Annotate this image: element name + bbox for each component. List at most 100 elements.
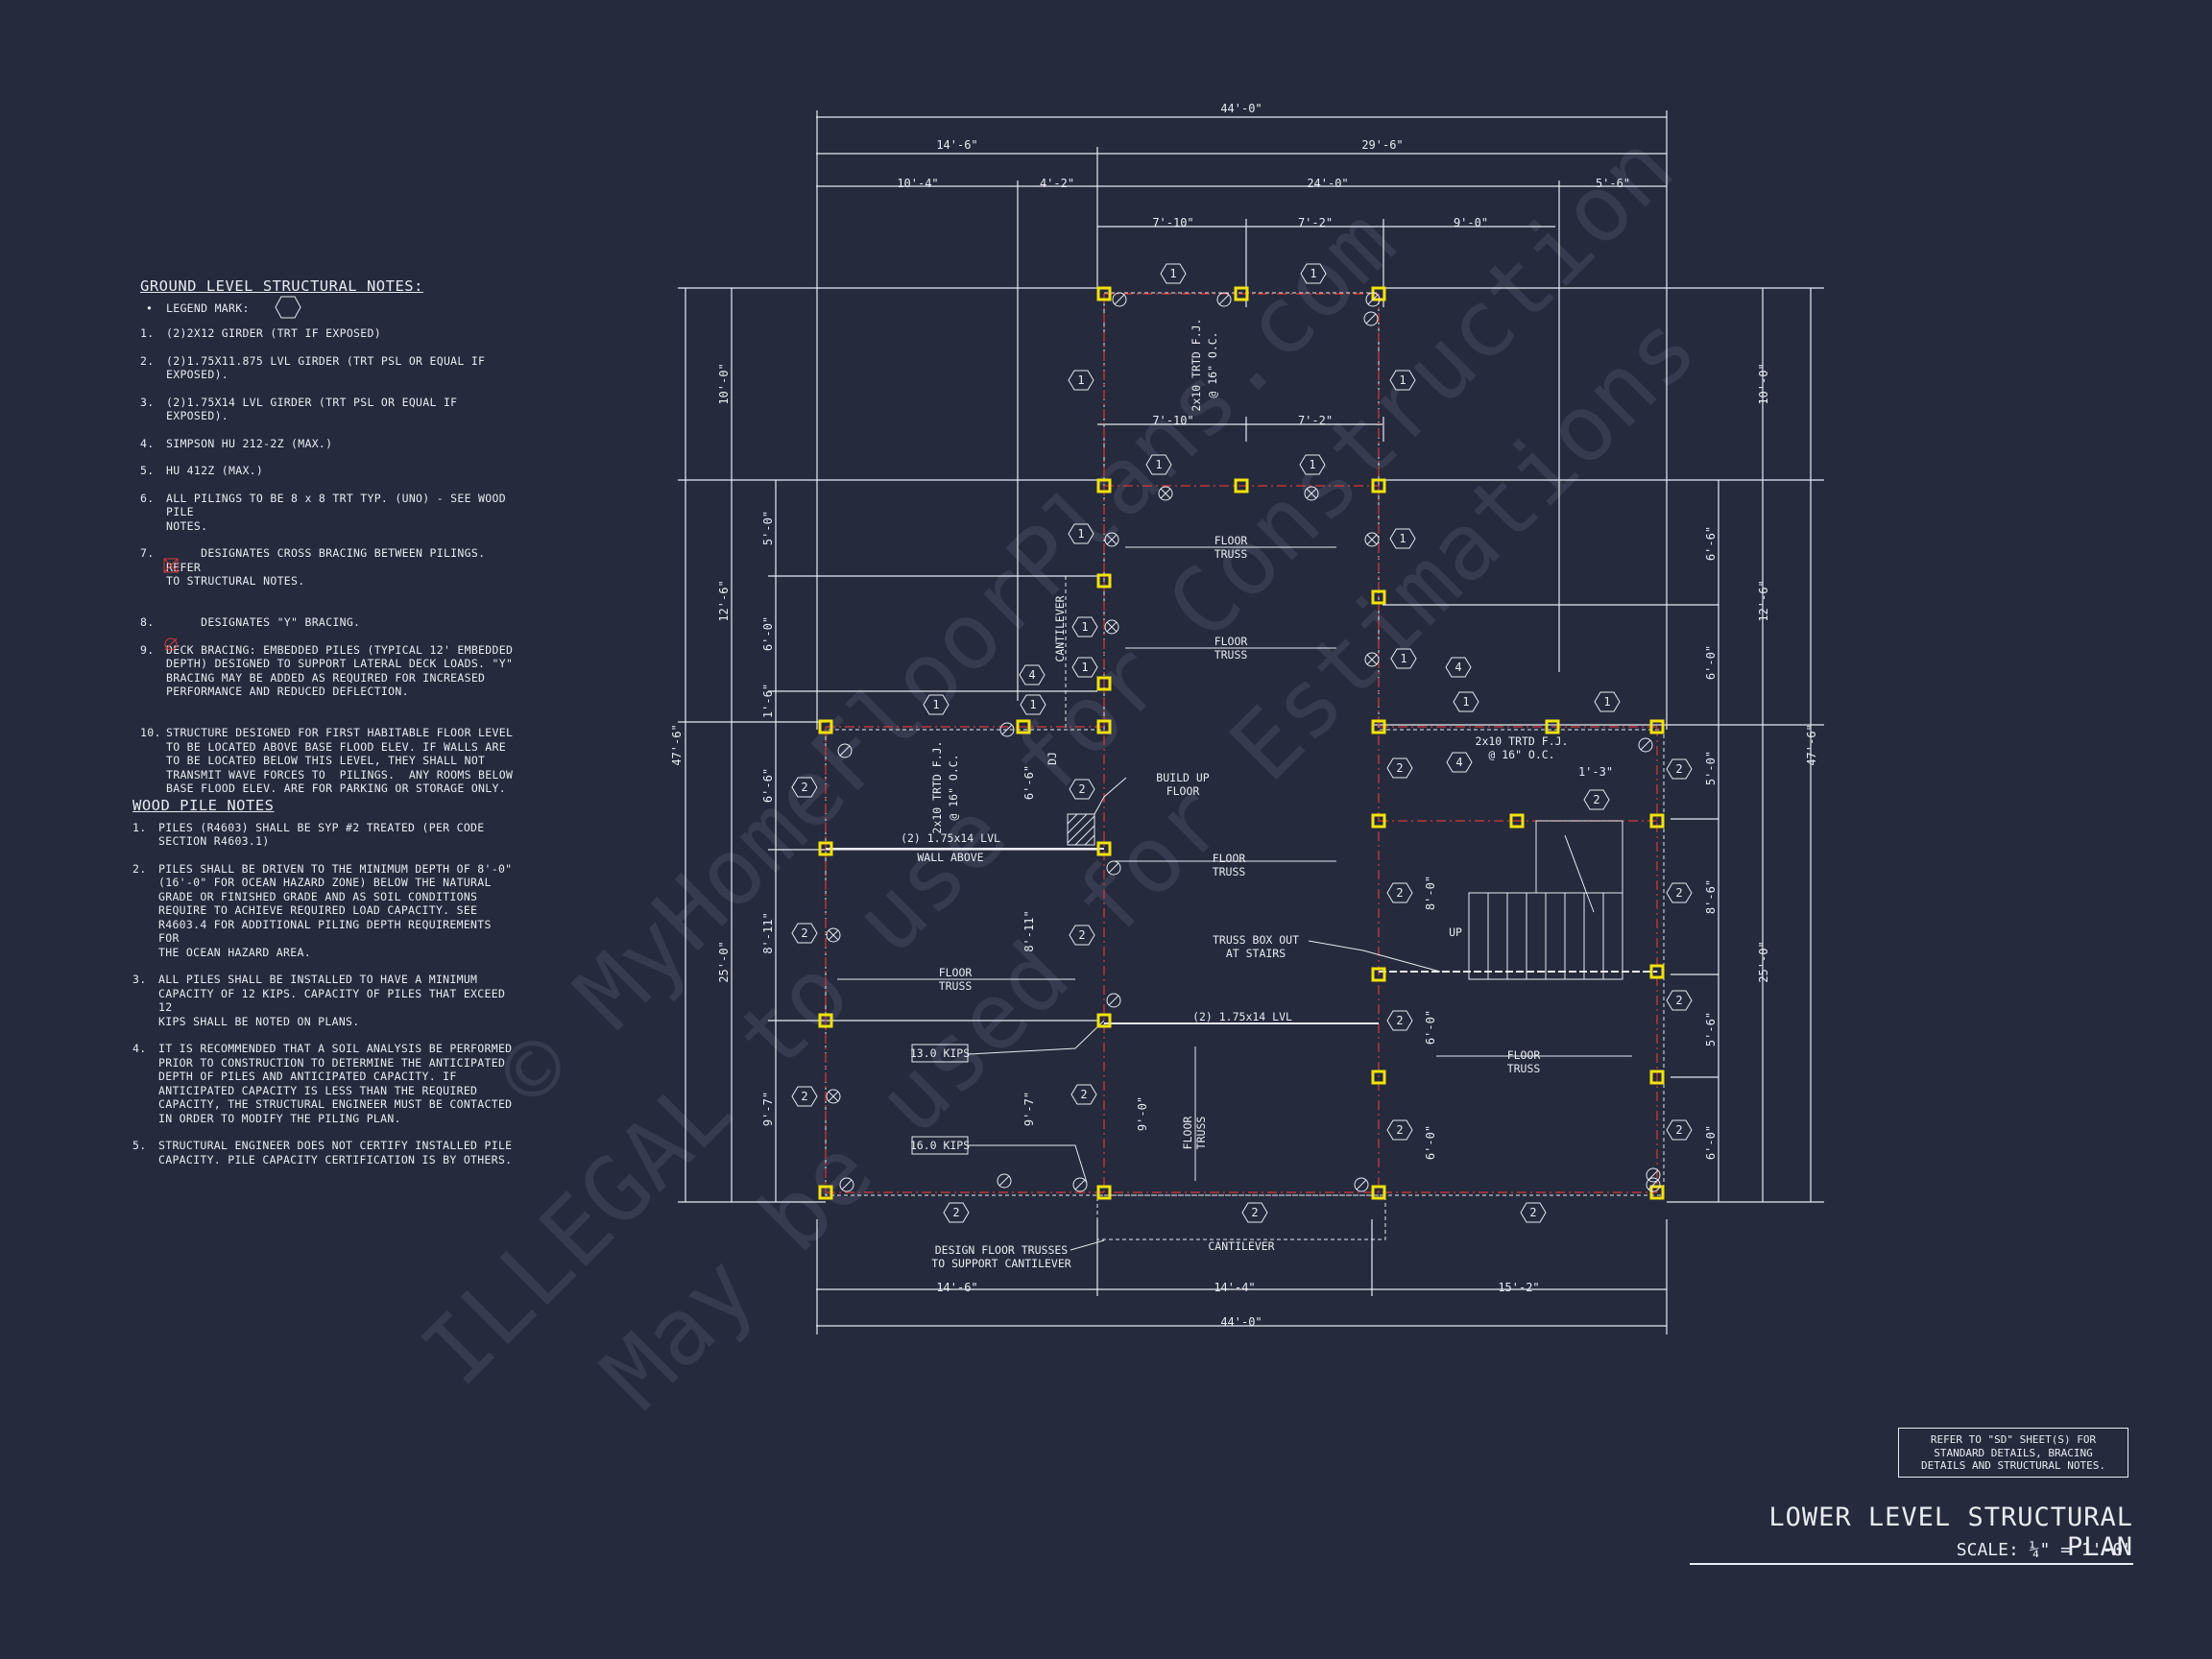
dim-right-86: 8'-6" — [1704, 879, 1718, 914]
dim-top-f: 7'-2" — [1298, 216, 1333, 229]
pile-marker — [1649, 1185, 1665, 1200]
pile-marker — [818, 1013, 833, 1028]
pile-note: 4.IT IS RECOMMENDED THAT A SOIL ANALYSIS… — [132, 1042, 513, 1125]
hexagon-tag-label: 2 — [1593, 793, 1599, 806]
hexagon-tag: 1 — [1390, 648, 1417, 669]
hexagon-tag-label: 1 — [1169, 267, 1176, 280]
joist-label-right-spacing: @ 16" O.C. — [1488, 748, 1554, 761]
hexagon-tag-label: 1 — [1399, 373, 1406, 387]
pile-notes-title: WOOD PILE NOTES — [132, 797, 275, 814]
pile-marker — [1016, 719, 1031, 734]
y-bracing-marker — [1646, 1167, 1661, 1183]
hexagon-tag-label: 1 — [1081, 661, 1088, 674]
hexagon-tag-label: 2 — [952, 1206, 959, 1219]
cross-bracing-marker — [1364, 532, 1380, 547]
hexagon-tag: 1 — [1068, 523, 1094, 544]
dim-top-d: 5'-6" — [1596, 177, 1630, 190]
pile-markers — [818, 286, 1665, 1200]
dim-left-6b: 6'-6" — [761, 768, 775, 803]
floor-truss-label: FLOOR — [1214, 635, 1248, 648]
pile-marker — [1545, 719, 1560, 734]
hexagon-tag-label: 1 — [1400, 652, 1407, 665]
refer-note-line: DETAILS AND STRUCTURAL NOTES. — [1920, 1459, 2106, 1472]
hexagon-tag: 2 — [1666, 1119, 1693, 1141]
ground-notes-title: GROUND LEVEL STRUCTURAL NOTES: — [140, 277, 423, 295]
truss-box-label: AT STAIRS — [1226, 947, 1286, 960]
ground-notes-list: 1.(2)2X12 GIRDER (TRT IF EXPOSED) 2.(2)1… — [140, 326, 515, 796]
hexagon-tag-label: 4 — [1028, 668, 1035, 682]
floor-truss-label: TRUSS — [1213, 865, 1246, 878]
hexagon-tag-label: 4 — [1455, 661, 1461, 674]
dim-top-b: 4'-2" — [1040, 177, 1074, 190]
dim-bot-overall: 44'-0" — [1220, 1315, 1262, 1329]
cross-bracing-marker — [826, 927, 841, 943]
refer-note-box: REFER TO "SD" SHEET(S) FOR STANDARD DETA… — [1898, 1428, 2128, 1478]
dim-right-50: 5'-0" — [1704, 751, 1718, 785]
dimension-lines — [678, 110, 1824, 1334]
y-bracing-icon — [164, 637, 178, 650]
cross-bracing-marker — [826, 1089, 841, 1104]
hexagon-tag-label: 2 — [1078, 782, 1085, 796]
y-bracing-marker — [1106, 860, 1121, 876]
hexagon-tag-label: 1 — [1603, 695, 1610, 709]
pile-marker — [1096, 286, 1112, 301]
y-bracing-marker — [837, 743, 853, 758]
dim-top-left: 14'-6" — [936, 138, 977, 152]
pile-marker — [1234, 478, 1249, 493]
pile-marker — [1096, 478, 1112, 493]
y-bracing-marker — [1106, 993, 1121, 1008]
hexagon-tag: 4 — [1445, 657, 1472, 678]
ground-note: 9.DECK BRACING: EMBEDDED PILES (TYPICAL … — [140, 637, 515, 713]
pile-marker — [1234, 286, 1249, 301]
dim-right-56: 5'-6" — [1704, 1012, 1718, 1046]
floor-truss-label-vertical: FLOOR — [1181, 1117, 1194, 1150]
pile-marker — [1371, 478, 1386, 493]
refer-note-line: STANDARD DETAILS, BRACING — [1934, 1446, 2093, 1459]
joist-label-left-spacing: @ 16" O.C. — [947, 754, 960, 820]
dim-top-overall: 44'-0" — [1220, 102, 1262, 115]
dim-right-12: 12'-6" — [1757, 580, 1770, 621]
bracing-markers — [826, 292, 1661, 1192]
stair-up-label: UP — [1449, 926, 1462, 939]
ground-note: 2.(2)1.75X11.875 LVL GIRDER (TRT PSL OR … — [140, 353, 493, 382]
solid-beams — [826, 848, 1657, 1024]
pile-marker — [1649, 1070, 1665, 1085]
dim-mid-f: 7'-2" — [1298, 414, 1333, 427]
hexagon-tag: 1 — [1299, 454, 1326, 475]
floor-truss-label: TRUSS — [1507, 1062, 1541, 1075]
ground-note: 7. DESIGNATES CROSS BRACING BETWEEN PILI… — [140, 546, 486, 588]
dim-in-8: 8'-11" — [1022, 910, 1036, 951]
hexagon-tag: 2 — [1070, 1084, 1097, 1105]
y-bracing-marker — [999, 722, 1015, 737]
design-note-label: TO SUPPORT CANTILEVER — [931, 1257, 1070, 1270]
sheet-title: LOWER LEVEL STRUCTURAL PLAN — [1690, 1503, 2133, 1565]
pile-marker — [1509, 813, 1525, 829]
dim-in-9: 9'-7" — [1022, 1092, 1036, 1126]
hexagon-tag: 1 — [923, 694, 950, 715]
truss-box-label: TRUSS BOX OUT — [1213, 933, 1299, 947]
dimension-labels: 44'-0" 14'-6" 29'-6" 10'-4" 4'-2" 24'-0"… — [670, 102, 1818, 1329]
y-bracing-marker — [1365, 292, 1381, 307]
hexagon-tag: 1 — [1145, 454, 1172, 475]
hexagon-tag: 4 — [1446, 752, 1473, 773]
dim-rin-6a: 6'-0" — [1424, 1010, 1437, 1045]
hexagon-tag-label: 1 — [932, 698, 939, 711]
hexagon-tag-label: 2 — [1251, 1206, 1258, 1219]
legend-hexagon-icon — [275, 296, 301, 318]
pile-marker — [1371, 719, 1386, 734]
y-bracing-marker — [997, 1173, 1012, 1189]
build-up-label: BUILD UP — [1156, 771, 1209, 784]
pile-notes-list: 1.PILES (R4603) SHALL BE SYP #2 TREATED … — [132, 821, 513, 1167]
hexagon-tag-label: 1 — [1462, 695, 1469, 709]
plan-labels: 2x10 TRTD F.J. @ 16" O.C. 2x10 TRTD F.J.… — [901, 319, 1568, 1270]
y-bracing-marker — [1638, 737, 1653, 753]
hexagon-tag-label: 1 — [1077, 527, 1084, 541]
design-note-label: DESIGN FLOOR TRUSSES — [935, 1243, 1069, 1257]
hexagon-tag: 1 — [1389, 528, 1416, 549]
hexagon-tag-label: 2 — [1675, 994, 1682, 1007]
hexagon-tag-label: 1 — [1077, 373, 1084, 387]
pile-marker — [1371, 1185, 1386, 1200]
pile-marker — [818, 1185, 833, 1200]
pile-note: 1.PILES (R4603) SHALL BE SYP #2 TREATED … — [132, 820, 485, 849]
hexagon-tag: 1 — [1300, 263, 1327, 284]
